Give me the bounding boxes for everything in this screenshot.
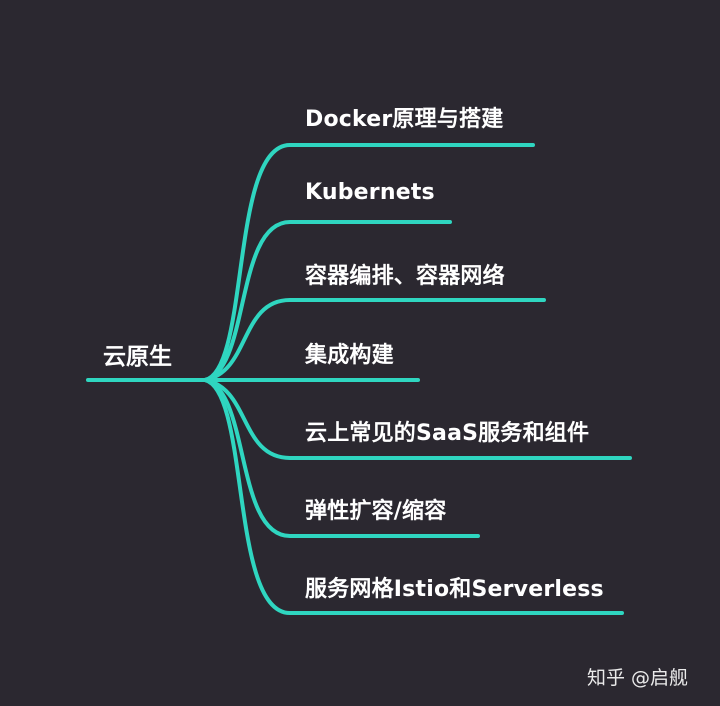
branch-connector-1 xyxy=(203,143,535,382)
branch-label-docker: Docker原理与搭建 xyxy=(305,107,504,132)
branch-label-service-mesh: 服务网格Istio和Serverless xyxy=(305,577,604,602)
branch-connector-7 xyxy=(203,378,624,615)
root-node-label: 云原生 xyxy=(103,344,172,370)
branch-label-kubernets: Kubernets xyxy=(305,180,435,205)
branch-label-ci-build: 集成构建 xyxy=(305,343,394,368)
branch-connector-6 xyxy=(203,378,480,538)
branch-label-orchestration: 容器编排、容器网络 xyxy=(305,264,505,289)
branch-label-scaling: 弹性扩容/缩容 xyxy=(305,499,447,524)
branch-connector-2 xyxy=(203,220,452,382)
branch-label-saas: 云上常见的SaaS服务和组件 xyxy=(305,421,590,446)
watermark: 知乎 @启舰 xyxy=(587,667,689,689)
branch-connector-5 xyxy=(203,378,632,460)
branch-connector-3 xyxy=(203,298,546,382)
